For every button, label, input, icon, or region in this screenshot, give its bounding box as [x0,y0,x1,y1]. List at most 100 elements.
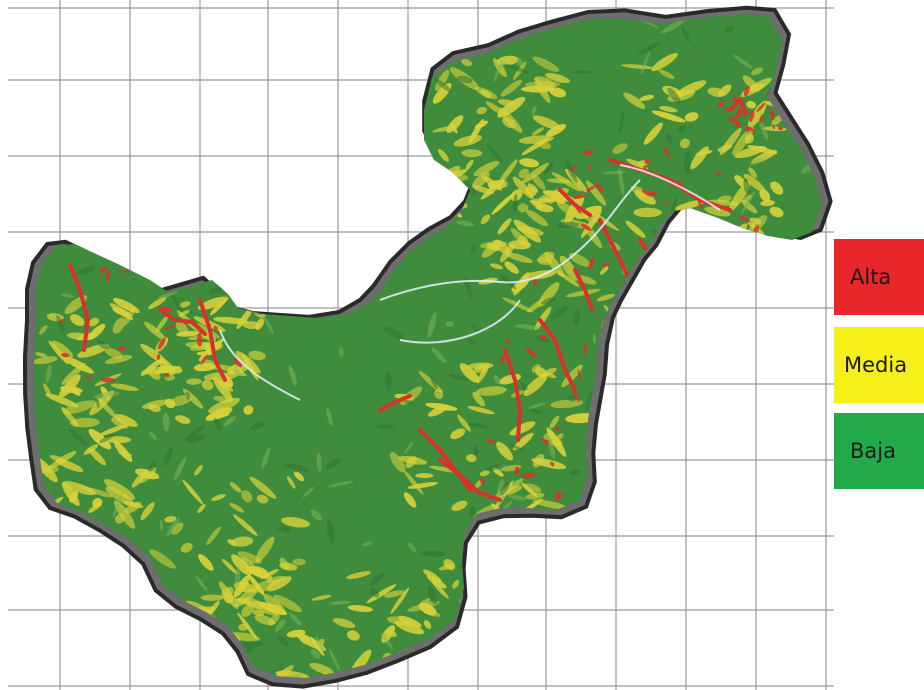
terrain-shading-streak [82,74,91,89]
terrain-medium-streak [734,145,767,159]
terrain-medium-streak [580,209,602,238]
terrain-shading-streak [60,293,75,298]
terrain-shading-streak [372,112,378,138]
terrain-medium-streak [48,340,69,365]
terrain-medium-streak [255,536,275,563]
terrain-high-speck [505,338,509,345]
terrain-medium-streak [526,210,548,227]
terrain-shading-streak [78,57,104,67]
terrain-shading-streak [403,400,414,405]
terrain-shading-streak [460,654,474,664]
terrain-medium-streak [531,127,545,136]
terrain-medium-streak [229,482,242,493]
terrain-shading-streak [46,651,64,658]
terrain-shading-streak [246,647,254,654]
terrain-medium-streak [124,501,142,514]
terrain-high-speck [753,225,760,234]
terrain-shading-streak [784,665,806,676]
terrain-medium-streak [197,503,206,514]
terrain-shading-streak [468,422,489,429]
terrain-high-speck [486,439,496,444]
terrain-medium-streak [435,188,461,201]
terrain-medium-streak [748,167,757,178]
terrain-medium-streak [472,391,485,407]
terrain-shading-streak [673,570,689,584]
terrain-shading-streak [315,636,324,652]
terrain-high-ridge [538,318,577,392]
terrain-shading-streak [113,491,123,518]
terrain-shading-streak [666,530,687,550]
terrain-medium-streak [599,266,609,275]
terrain-shading-streak [463,180,477,197]
terrain-medium-streak [200,594,224,601]
terrain-shading-streak [681,26,690,43]
terrain-shading-streak [274,619,286,632]
terrain-shading-streak [206,645,216,666]
terrain-shading-streak [361,541,373,547]
terrain-medium-streak [201,379,214,391]
terrain-shading-streak [223,416,237,427]
terrain-shading-streak [515,57,524,66]
terrain-medium-streak [52,340,74,358]
terrain-high-speck [164,324,176,330]
terrain-medium-streak [505,252,533,264]
terrain-shading-streak [159,110,167,126]
terrain-shading-streak [318,93,324,102]
terrain-medium-streak [565,288,601,298]
terrain-medium-streak [530,200,544,209]
terrain-shading-streak [567,394,577,402]
terrain-medium-streak [254,614,276,626]
terrain-shading-streak [162,412,170,432]
terrain-shading-streak [659,645,671,652]
region-terrain-low [34,14,822,678]
terrain-shading-streak [725,25,735,33]
terrain-medium-streak [109,303,134,321]
terrain-high-speck [662,202,669,205]
legend-item-high: Alta [834,239,924,315]
terrain-medium-streak [519,158,540,168]
terrain-high-ridge [378,394,412,412]
terrain-high-speck [157,337,166,350]
terrain-medium-streak [311,594,332,601]
terrain-medium-streak [721,223,748,250]
terrain-medium-streak [88,317,99,327]
terrain-shading-streak [547,437,556,459]
terrain-medium-streak [717,195,732,203]
terrain-medium-streak [749,217,762,225]
terrain-shading-streak [569,469,581,476]
terrain-shading-streak [426,649,439,663]
terrain-medium-streak [457,414,471,432]
terrain-high-speck [734,124,743,127]
terrain-medium-streak [751,67,763,76]
terrain-shading-streak [326,519,335,546]
terrain-medium-streak [99,424,128,436]
terrain-shading-streak [765,320,786,329]
terrain-medium-streak [550,399,584,409]
terrain-high-ridge [503,348,522,442]
terrain-medium-streak [280,517,311,528]
terrain-shading-streak [183,650,201,663]
terrain-shading-streak [731,526,746,539]
terrain-shading-streak [170,292,183,313]
terrain-medium-streak [34,356,58,365]
terrain-medium-streak [366,584,397,604]
terrain-shading-streak [431,165,438,175]
terrain-medium-streak [221,586,234,599]
river-lines [219,164,721,401]
terrain-medium-streak [144,321,167,341]
terrain-shading-streak [665,133,673,144]
terrain-shading-streak [427,312,437,338]
terrain-medium-streak [497,96,526,118]
terrain-shading-streak [730,458,754,467]
terrain-medium-streak [403,470,424,495]
terrain-medium-streak [509,421,536,436]
terrain-medium-streak [443,558,456,571]
terrain-medium-streak [512,176,534,199]
terrain-medium-streak [88,503,101,513]
terrain-medium-streak [684,112,699,122]
terrain-shading-streak [53,52,69,69]
terrain-high-speck [644,159,650,165]
terrain-shading-streak [289,612,302,626]
terrain-medium-streak [105,355,133,364]
